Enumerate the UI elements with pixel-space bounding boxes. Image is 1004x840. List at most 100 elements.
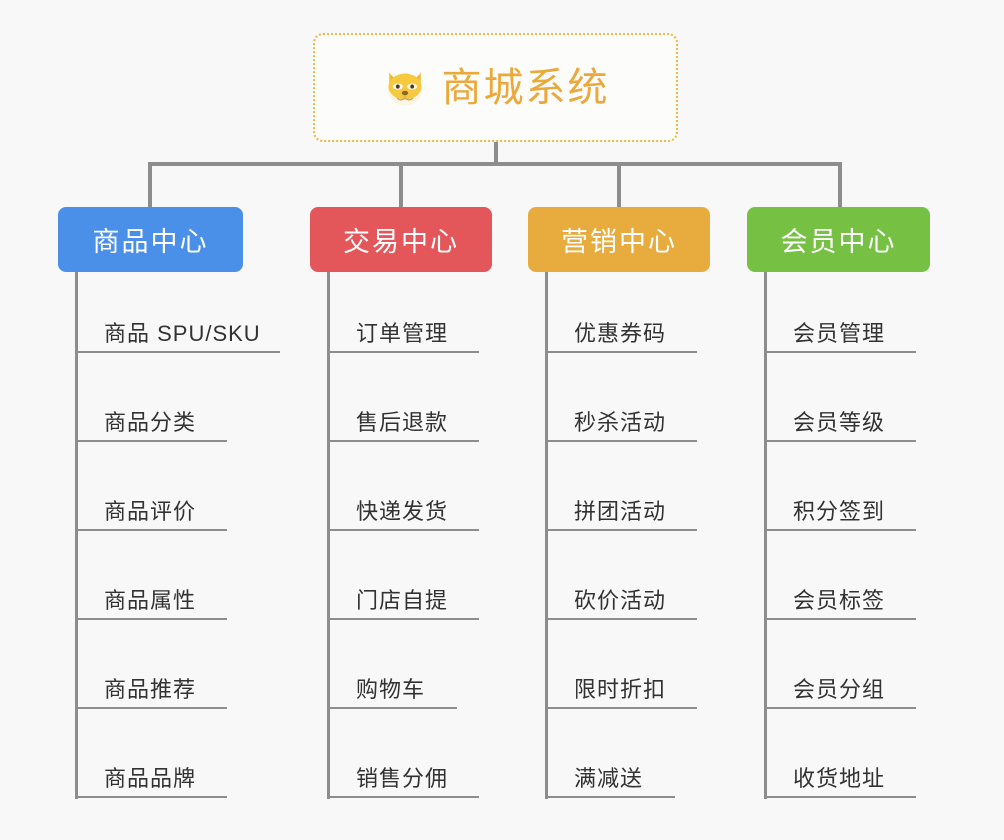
leaf-item-rule xyxy=(75,707,227,709)
leaf-item-label: 商品评价 xyxy=(104,499,197,524)
category-box-3[interactable]: 营销中心 xyxy=(528,207,710,272)
category-label-4: 会员中心 xyxy=(780,227,897,257)
leaf-item[interactable]: 秒杀活动 xyxy=(528,361,710,450)
leaf-item-rule xyxy=(764,707,916,709)
leaf-item[interactable]: 商品分类 xyxy=(58,361,243,450)
leaf-item-label: 销售分佣 xyxy=(356,766,449,791)
connector-bus xyxy=(148,162,842,166)
leaf-item[interactable]: 商品品牌 xyxy=(58,717,243,806)
leaf-item[interactable]: 商品属性 xyxy=(58,539,243,628)
leaf-item-label: 积分签到 xyxy=(793,499,886,524)
leaf-item-rule xyxy=(764,618,916,620)
leaf-item-label: 秒杀活动 xyxy=(574,410,667,435)
category-label-1: 商品中心 xyxy=(92,227,209,257)
leaf-item-rule xyxy=(545,351,697,353)
leaf-item[interactable]: 拼团活动 xyxy=(528,450,710,539)
leaf-item-rule xyxy=(327,707,457,709)
branch-column-1: 商品中心 商品 SPU/SKU 商品分类商品评价商品属性商品推荐商品品牌 xyxy=(58,207,280,806)
connector-trunk xyxy=(494,142,498,164)
leaf-item-label: 会员分组 xyxy=(793,677,886,702)
category-label-2: 交易中心 xyxy=(343,227,459,257)
leaf-item-rule xyxy=(75,440,227,442)
leaf-item-rule xyxy=(545,529,697,531)
leaf-item[interactable]: 会员标签 xyxy=(747,539,930,628)
leaf-item[interactable]: 商品评价 xyxy=(58,450,243,539)
connector-drop-3 xyxy=(617,162,621,208)
leaf-item-label: 拼团活动 xyxy=(574,499,667,524)
leaf-item-label: 售后退款 xyxy=(356,410,449,435)
leaf-item-label: 会员标签 xyxy=(793,588,886,613)
leaf-item-label: 收货地址 xyxy=(793,766,886,791)
leaf-item[interactable]: 收货地址 xyxy=(747,717,930,806)
connector-drop-4 xyxy=(838,162,842,208)
leaf-item[interactable]: 商品推荐 xyxy=(58,628,243,717)
leaf-item-rule xyxy=(764,529,916,531)
leaf-item-label: 商品分类 xyxy=(104,410,197,435)
leaf-item-label: 会员管理 xyxy=(793,321,886,346)
leaf-item-label: 砍价活动 xyxy=(574,588,667,613)
leaf-item-label: 门店自提 xyxy=(356,588,449,613)
leaf-item[interactable]: 积分签到 xyxy=(747,450,930,539)
leaf-item-rule xyxy=(764,351,916,353)
leaf-item[interactable]: 会员管理 xyxy=(747,272,930,361)
leaf-list-4: 会员管理会员等级积分签到会员标签会员分组收货地址 xyxy=(747,272,930,806)
leaf-item-label: 购物车 xyxy=(356,677,426,702)
leaf-spine-4 xyxy=(764,272,767,799)
leaf-list-3: 优惠券码秒杀活动拼团活动砍价活动限时折扣满减送 xyxy=(528,272,710,806)
leaf-item-rule xyxy=(327,796,479,798)
leaf-item[interactable]: 优惠券码 xyxy=(528,272,710,361)
branch-column-2: 交易中心 订单管理售后退款快递发货门店自提购物车销售分佣 xyxy=(310,207,492,806)
leaf-item[interactable]: 门店自提 xyxy=(310,539,492,628)
shiba-dog-icon xyxy=(382,65,428,111)
connector-drop-1 xyxy=(148,162,152,208)
leaf-item-label: 商品属性 xyxy=(104,588,197,613)
leaf-item-rule xyxy=(75,351,280,353)
leaf-item-rule xyxy=(545,707,697,709)
branch-column-3: 营销中心 优惠券码秒杀活动拼团活动砍价活动限时折扣满减送 xyxy=(528,207,710,806)
leaf-item-rule xyxy=(327,440,479,442)
branch-column-4: 会员中心 会员管理会员等级积分签到会员标签会员分组收货地址 xyxy=(747,207,930,806)
leaf-item[interactable]: 砍价活动 xyxy=(528,539,710,628)
leaf-item-rule xyxy=(75,529,227,531)
leaf-item-rule xyxy=(327,618,479,620)
leaf-item[interactable]: 快递发货 xyxy=(310,450,492,539)
leaf-item-label: 商品品牌 xyxy=(104,766,197,791)
leaf-item-rule xyxy=(545,440,697,442)
category-box-2[interactable]: 交易中心 xyxy=(310,207,492,272)
leaf-item-label: 快递发货 xyxy=(356,499,449,524)
page-title: 商城系统 xyxy=(441,65,610,110)
leaf-item-rule xyxy=(75,796,227,798)
leaf-spine-3 xyxy=(545,272,548,799)
category-box-4[interactable]: 会员中心 xyxy=(747,207,930,272)
leaf-item[interactable]: 商品 SPU/SKU xyxy=(58,272,280,361)
root-node-card: 商城系统 xyxy=(313,33,678,142)
leaf-item-rule xyxy=(545,618,697,620)
leaf-item-label: 限时折扣 xyxy=(574,677,667,702)
leaf-item-rule xyxy=(764,796,916,798)
leaf-item[interactable]: 购物车 xyxy=(310,628,492,717)
leaf-list-2: 订单管理售后退款快递发货门店自提购物车销售分佣 xyxy=(310,272,492,806)
leaf-item[interactable]: 售后退款 xyxy=(310,361,492,450)
leaf-item-label: 满减送 xyxy=(574,766,644,791)
leaf-item[interactable]: 会员分组 xyxy=(747,628,930,717)
leaf-item[interactable]: 销售分佣 xyxy=(310,717,492,806)
leaf-item-rule xyxy=(764,440,916,442)
leaf-spine-2 xyxy=(327,272,330,799)
leaf-item-rule xyxy=(327,351,479,353)
leaf-item[interactable]: 会员等级 xyxy=(747,361,930,450)
leaf-item[interactable]: 限时折扣 xyxy=(528,628,710,717)
leaf-item-rule xyxy=(545,796,675,798)
leaf-item[interactable]: 满减送 xyxy=(528,717,710,806)
leaf-item-rule xyxy=(327,529,479,531)
leaf-item-label: 商品 SPU/SKU xyxy=(104,321,261,346)
category-box-1[interactable]: 商品中心 xyxy=(58,207,243,272)
connector-drop-2 xyxy=(399,162,403,208)
leaf-list-1: 商品 SPU/SKU 商品分类商品评价商品属性商品推荐商品品牌 xyxy=(58,272,280,806)
leaf-item-label: 商品推荐 xyxy=(104,677,197,702)
leaf-item-label: 订单管理 xyxy=(356,321,449,346)
category-label-3: 营销中心 xyxy=(561,227,677,257)
leaf-item-rule xyxy=(75,618,227,620)
leaf-item[interactable]: 订单管理 xyxy=(310,272,492,361)
leaf-item-label: 会员等级 xyxy=(793,410,886,435)
leaf-spine-1 xyxy=(75,272,78,799)
